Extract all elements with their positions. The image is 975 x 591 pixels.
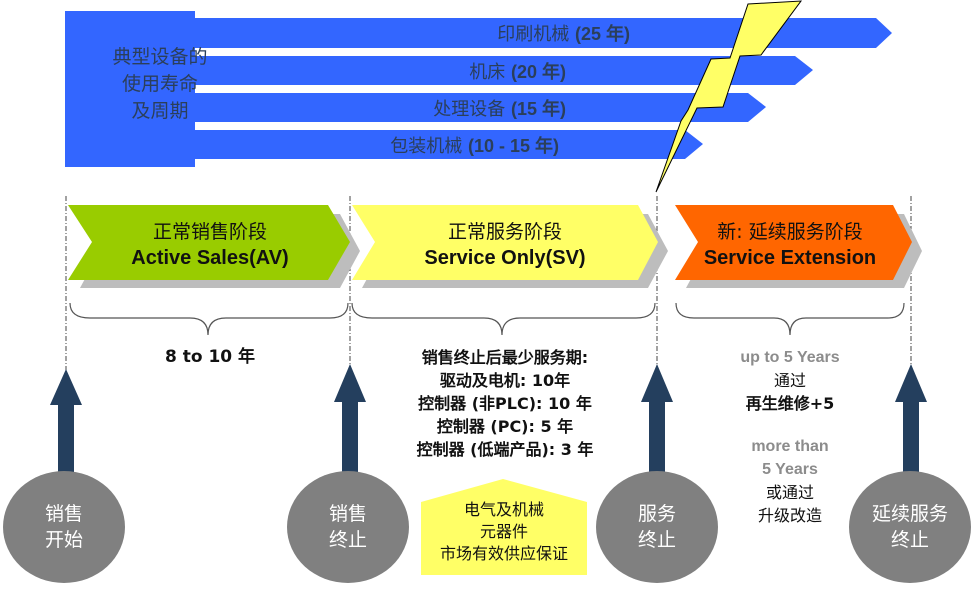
milestone-label-sales-start: 销售 开始 [4, 501, 124, 553]
phase-name-en: Service Only(SV) [424, 247, 586, 269]
phase-name-zh: 正常服务阶段 [447, 221, 562, 243]
arrow-up-icon [895, 364, 927, 472]
milestone-label-sales-end: 销售 终止 [288, 501, 408, 553]
arrow-up-icon [641, 364, 673, 472]
milestone-circle-service-end [596, 471, 718, 583]
lifespan-title: 典型设备的 使用寿命 及周期 [65, 44, 255, 125]
lifespan-bar-machine-tools [195, 56, 813, 85]
lifespan-bar-label: 处理设备 (15 年) [340, 95, 566, 121]
equipment-lifespan: (20 年) [510, 62, 566, 82]
milestone-label-extension-end: 延续服务 终止 [850, 501, 970, 553]
milestone-circle-sales-start [3, 471, 125, 583]
phase-name-zh: 正常销售阶段 [152, 221, 267, 243]
equipment-lifespan: (15 年) [510, 99, 566, 119]
arrow-up-icon [50, 369, 82, 472]
milestone-circle-extension-end [849, 471, 971, 583]
lifespan-bar-processing [195, 93, 766, 122]
milestone-label-line: 服务 [637, 503, 676, 525]
equipment-lifespan: (25 年) [574, 24, 630, 44]
phase-chevron-active-sales [68, 205, 350, 280]
phase-name-en: Active Sales(AV) [131, 247, 289, 269]
duration-service-only: 销售终止后最少服务期: 驱动及电机: 10年 控制器 (非PLC): 10 年 … [380, 346, 630, 461]
service-only-heading: 销售终止后最少服务期: [421, 348, 589, 367]
equipment-name: 包装机械 [390, 136, 463, 157]
phase-label-active-sales: 正常销售阶段 Active Sales(AV) [90, 219, 330, 271]
milestone-label-line: 销售 [328, 503, 367, 525]
milestone-label-line: 开始 [44, 529, 83, 551]
equipment-name: 印刷机械 [497, 24, 570, 45]
supply-note-line: 市场有效供应保证 [439, 544, 568, 563]
supply-note-line: 元器件 [479, 522, 528, 541]
extension-option2-period: 5 Years [762, 461, 818, 478]
extension-option1-period: up to 5 Years [740, 349, 840, 366]
milestone-label-line: 延续服务 [871, 503, 948, 525]
service-period-item: 控制器 (PC): 5 年 [436, 417, 574, 436]
equipment-name: 机床 [469, 62, 506, 83]
phase-label-service-extension: 新: 延续服务阶段 Service Extension [690, 219, 890, 271]
milestone-circle-sales-end [287, 471, 409, 583]
supply-guarantee-box [421, 479, 587, 575]
extension-option2-line: 升级改造 [757, 506, 822, 525]
service-period-item: 控制器 (低端产品): 3 年 [416, 440, 594, 459]
lifespan-bar-label: 机床 (20 年) [360, 58, 566, 84]
equipment-lifespan: (10 - 15 年) [467, 136, 559, 156]
equipment-name: 处理设备 [433, 99, 506, 120]
extension-option2-line: 或通过 [765, 483, 814, 502]
duration-active-sales: 8 to 10 年 [164, 347, 256, 367]
lifespan-bar-printing [195, 18, 892, 48]
arrow-up-icon [334, 364, 366, 472]
service-period-item: 驱动及电机: 10年 [439, 371, 571, 390]
lifespan-title-line: 及周期 [131, 100, 189, 122]
service-period-item: 控制器 (非PLC): 10 年 [418, 394, 592, 413]
lightning-bolt-icon [655, 0, 803, 193]
lifespan-title-box [65, 11, 195, 167]
extension-option2-period: more than [751, 438, 829, 455]
lifespan-title-line: 典型设备的 [112, 46, 208, 68]
milestone-label-service-end: 服务 终止 [597, 501, 717, 553]
milestone-label-line: 销售 [44, 503, 83, 525]
phase-name-zh: 新: 延续服务阶段 [717, 221, 863, 243]
brace-service-extension [675, 302, 905, 336]
supply-guarantee-note: 电气及机械 元器件 市场有效供应保证 [421, 499, 587, 565]
lifespan-bar-packaging [195, 130, 703, 159]
milestone-label-line: 终止 [637, 529, 676, 551]
phase-chevron-service-extension [675, 205, 912, 280]
brace-service-only [351, 302, 656, 336]
lifespan-title-line: 使用寿命 [121, 73, 198, 95]
supply-note-line: 电气及机械 [463, 500, 544, 519]
milestone-label-line: 终止 [890, 529, 929, 551]
phase-name-en: Service Extension [703, 247, 877, 269]
phase-chevron-service-only [352, 205, 658, 280]
milestone-label-line: 终止 [328, 529, 367, 551]
lifespan-bar-label: 包装机械 (10 - 15 年) [300, 132, 559, 158]
duration-service-extension: up to 5 Years 通过 再生维修+5 more than 5 Year… [715, 346, 865, 527]
extension-option1-line: 再生维修+5 [745, 394, 835, 413]
lifespan-bar-label: 印刷机械 (25 年) [420, 20, 630, 46]
phase-label-service-only: 正常服务阶段 Service Only(SV) [375, 219, 635, 271]
brace-active-sales [69, 302, 349, 336]
extension-option1-line: 通过 [773, 371, 806, 390]
